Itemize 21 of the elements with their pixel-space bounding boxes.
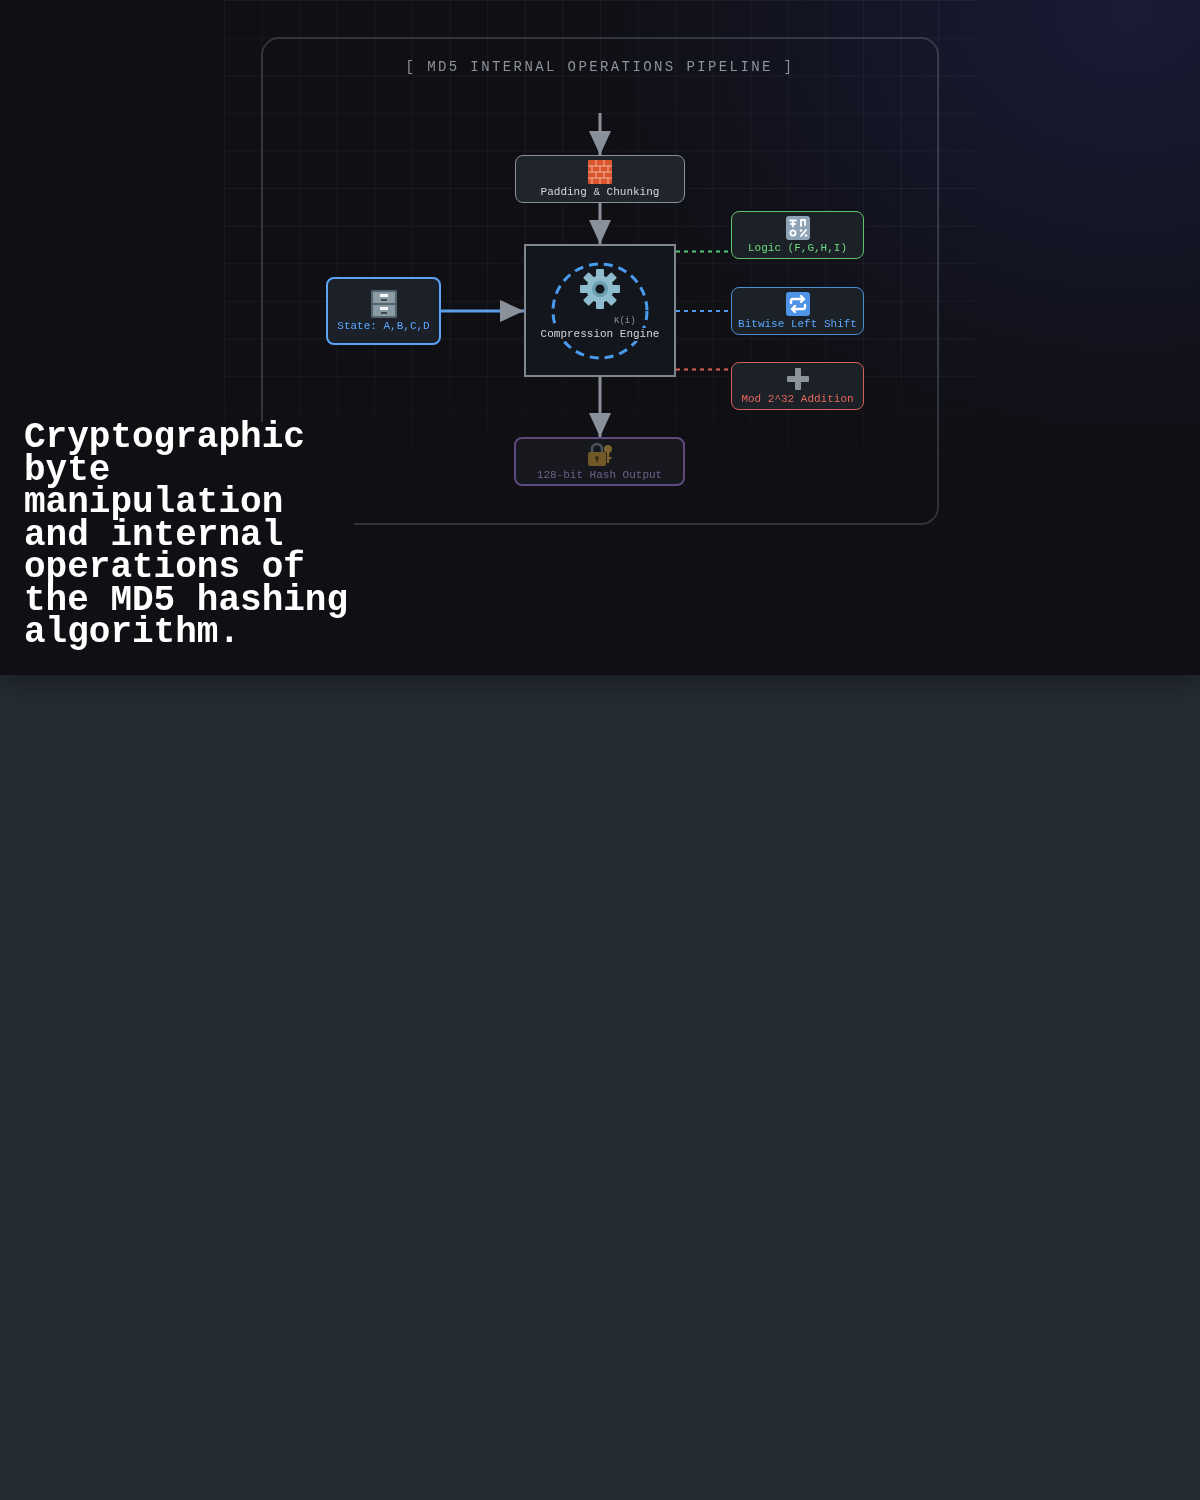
output-box: [514, 437, 685, 486]
node-label: Bitwise Left Shift: [738, 317, 857, 331]
constant-label: K(i): [614, 316, 636, 327]
page-title: Cryptographic byte manipulation and internal operations of the MD5 hashing algorithm.: [24, 422, 354, 650]
operation-box: [731, 362, 864, 410]
state-box: [326, 277, 441, 345]
node-label: Mod 2^32 Addition: [741, 392, 854, 406]
node-label: Compression Engine: [539, 328, 661, 341]
process-box: [515, 155, 685, 203]
arrow: [589, 203, 611, 244]
node-label: Padding & Chunking: [540, 185, 660, 199]
panel-heading: [ MD5 INTERNAL OPERATIONS PIPELINE ]: [405, 59, 795, 75]
operation-box: [731, 287, 864, 335]
node-label: 128-bit Hash Output: [536, 469, 663, 482]
arrow: [589, 113, 611, 155]
node-label: State: A,B,C,D: [337, 319, 430, 333]
operation-box: [731, 211, 864, 259]
engine-box: [524, 244, 676, 377]
arrow: [441, 300, 524, 322]
arrow: [589, 377, 611, 437]
node-label: Logic (F,G,H,I): [748, 241, 847, 255]
